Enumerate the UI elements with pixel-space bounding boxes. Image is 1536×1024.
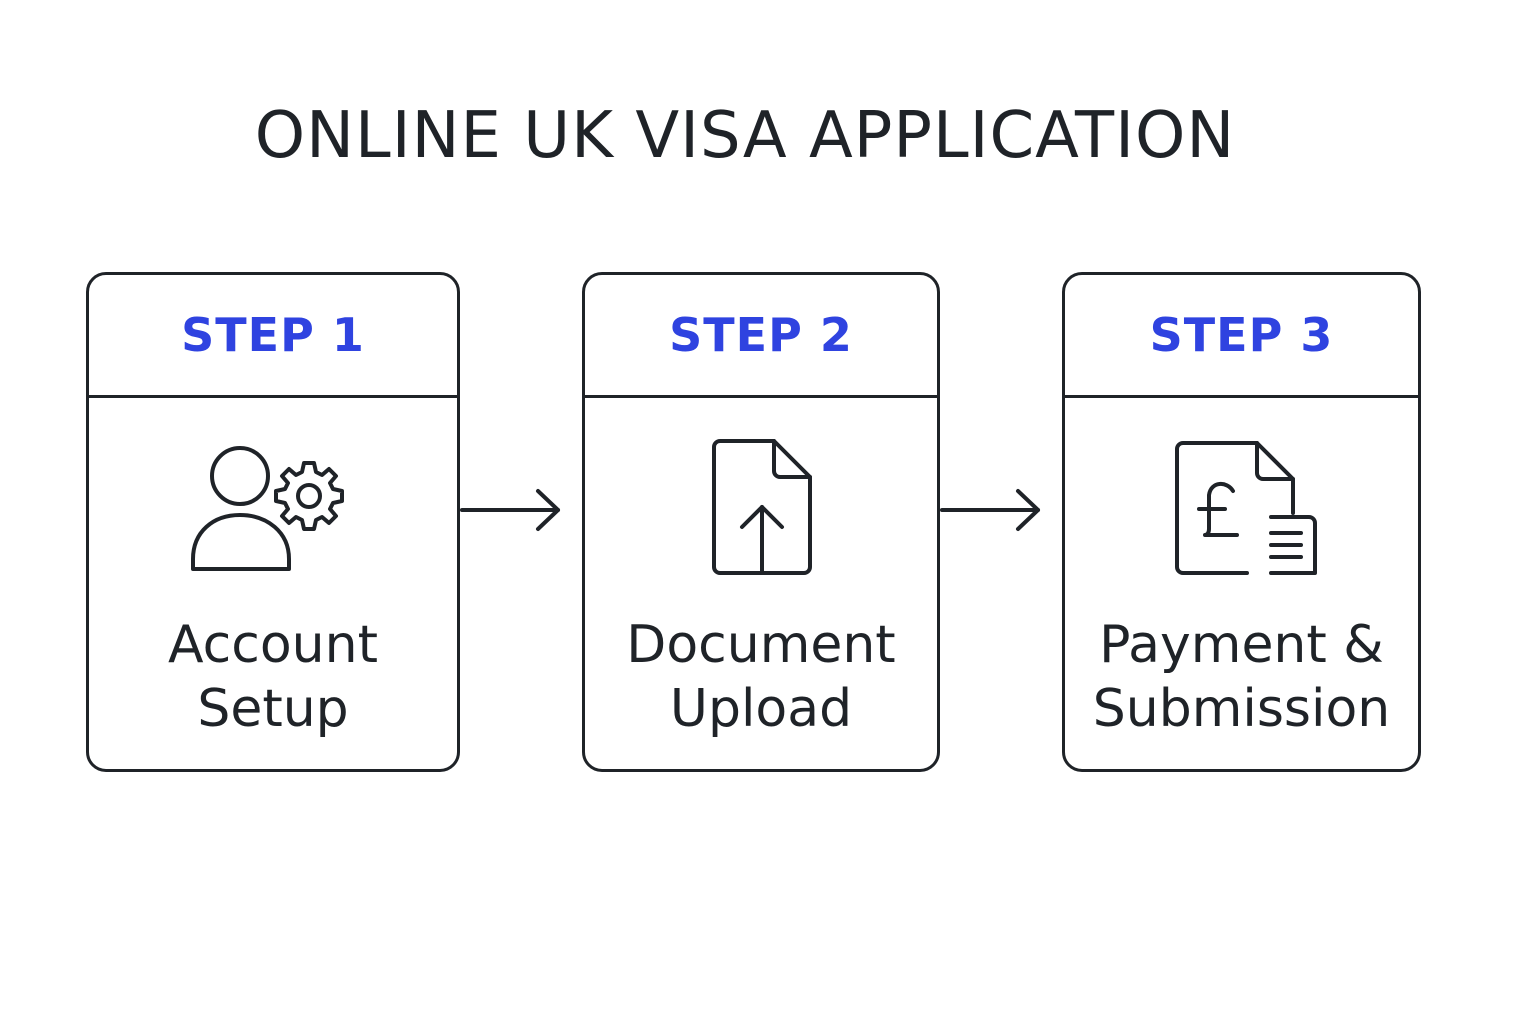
step-card-header: STEP 2 — [585, 275, 937, 398]
page-title: ONLINE UK VISA APPLICATION — [254, 99, 1236, 173]
step-label: STEP 3 — [1149, 308, 1334, 362]
step-label: STEP 1 — [181, 308, 365, 362]
step-label: STEP 2 — [669, 308, 853, 362]
step-card-payment-submission: STEP 3 Payment & Submission — [1062, 272, 1421, 772]
step-card-header: STEP 1 — [89, 275, 457, 398]
user-gear-icon — [191, 446, 344, 571]
step-title: Payment & Submission — [1092, 615, 1391, 739]
step-card-document-upload: STEP 2 Document Upload — [582, 272, 940, 772]
payment-invoice-icon — [1174, 441, 1317, 575]
step-title: Account Setup — [168, 615, 378, 739]
step-card-account-setup: STEP 1 Account Setup — [86, 272, 460, 772]
arrow-right-icon — [940, 489, 1040, 531]
step-card-header: STEP 3 — [1065, 275, 1418, 398]
arrow-right-icon — [460, 489, 560, 531]
step-title: Document Upload — [626, 615, 896, 739]
document-upload-icon — [712, 439, 812, 575]
